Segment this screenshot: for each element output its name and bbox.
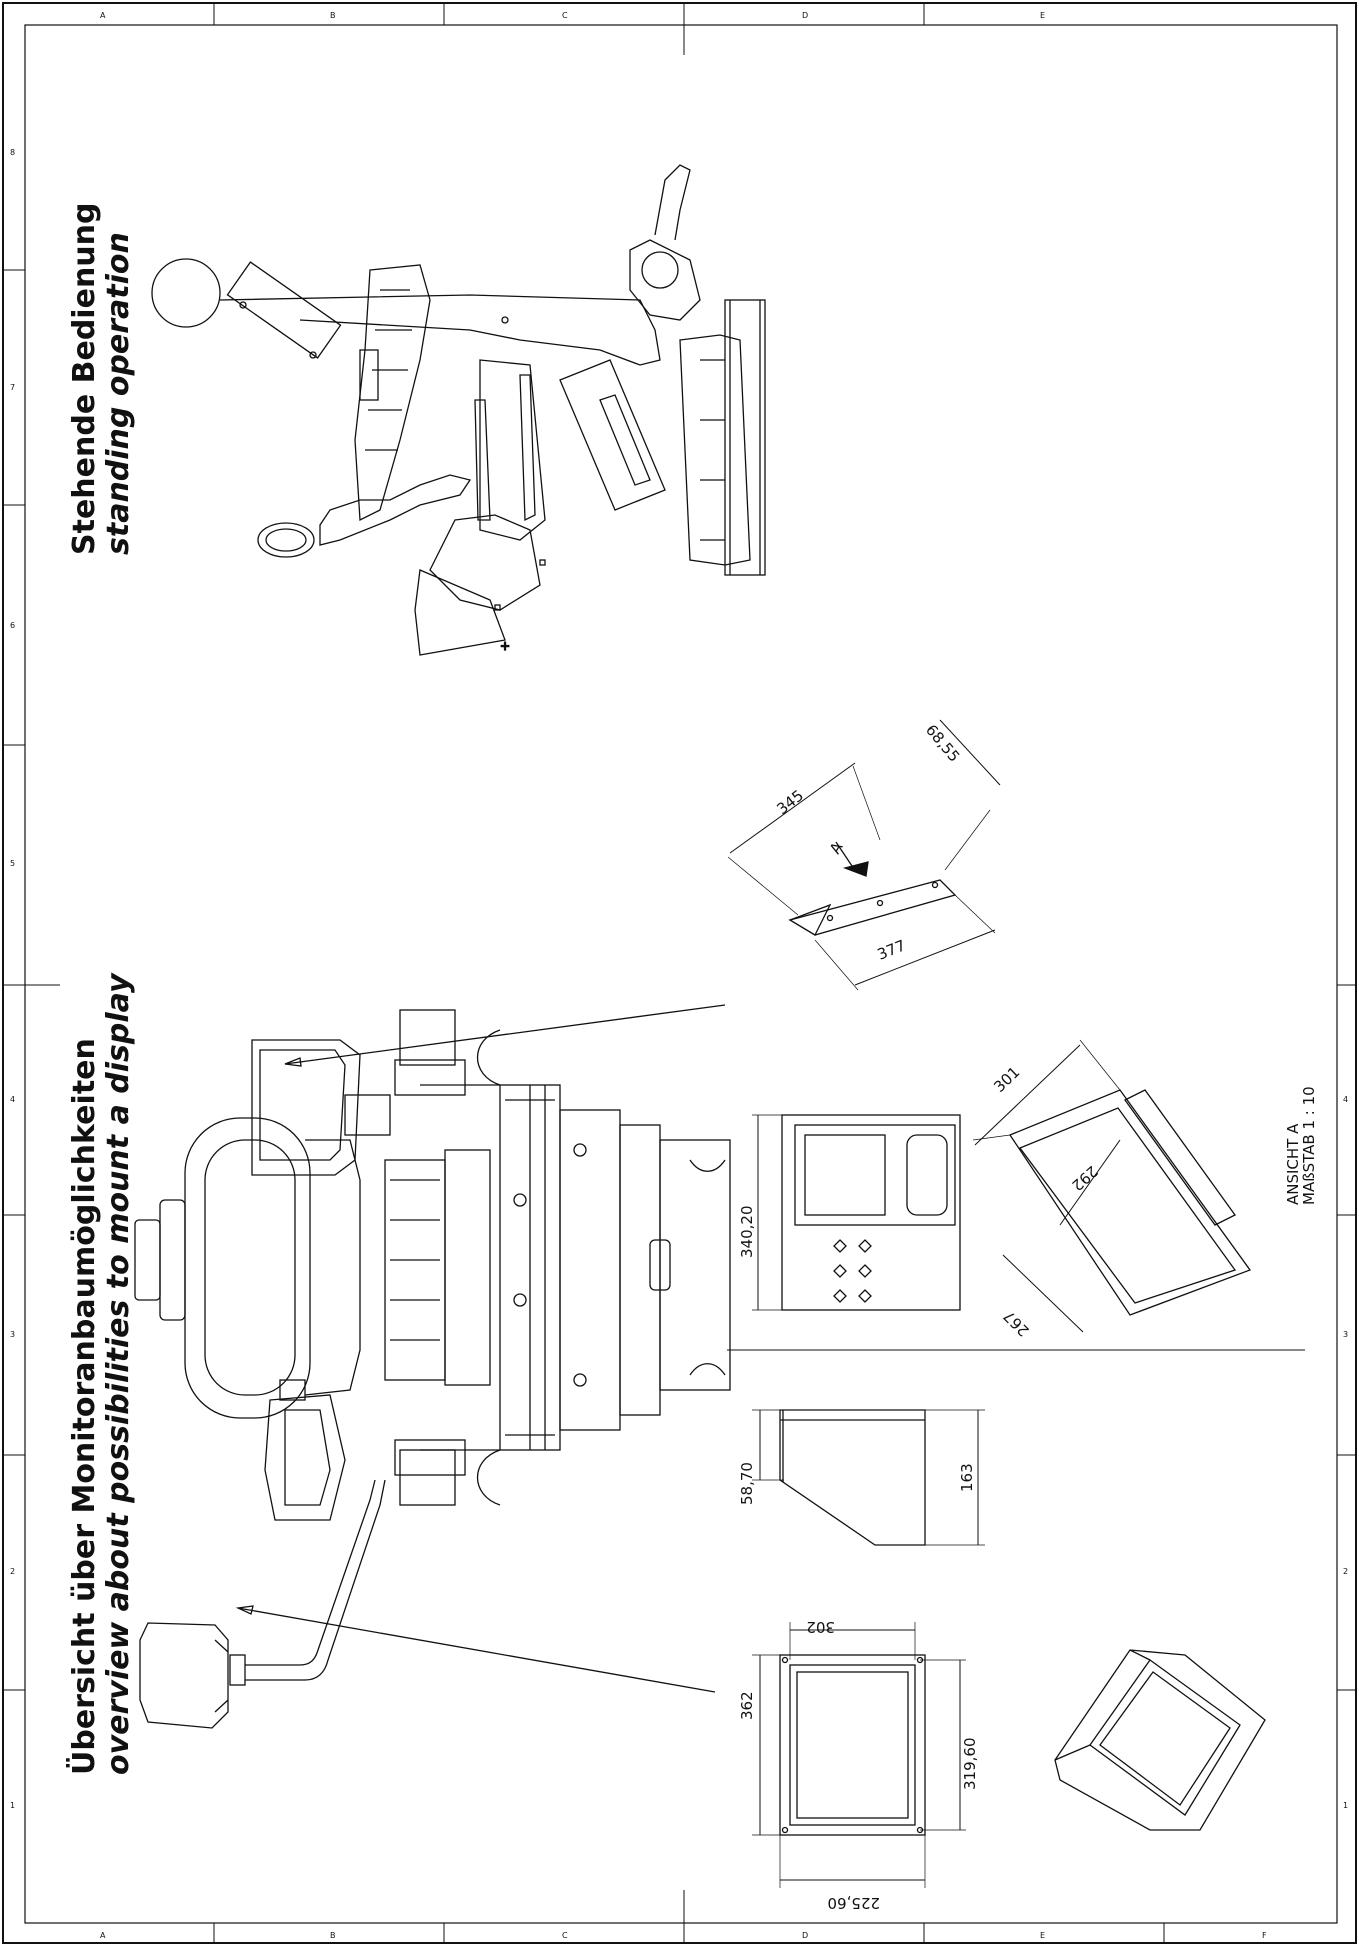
zone-bottom-c: C	[562, 1931, 568, 1940]
monitor-side-view	[752, 1409, 985, 1546]
standing-title-de: Stehende Bedienung	[67, 203, 102, 556]
zone-markers: A B C D E A B C D E F 8 7 6 5 4 3 2 1 4 …	[10, 11, 1348, 1940]
zone-top-d: D	[802, 11, 808, 20]
bracket-view	[727, 719, 1001, 991]
zone-bottom-a: A	[100, 1931, 106, 1940]
view-a-label: ANSICHT A	[1284, 1123, 1302, 1205]
zone-left-7: 7	[10, 383, 15, 392]
dimension-345: 345	[773, 786, 807, 818]
zone-left-3: 3	[10, 1330, 15, 1339]
dimension-68-55: 68,55	[922, 721, 963, 765]
zone-top-c: C	[562, 11, 568, 20]
zone-right-4: 4	[1343, 1095, 1348, 1104]
standing-operation-machine-drawing: +	[151, 164, 766, 656]
dimension-377: 377	[875, 936, 908, 963]
dimension-340-20: 340,20	[738, 1206, 756, 1259]
monitor-iso-view-lower	[1054, 1649, 1266, 1831]
dimension-58-70: 58,70	[738, 1462, 756, 1505]
zone-right-2: 2	[1343, 1567, 1348, 1576]
monitor-iso-view	[972, 1039, 1252, 1333]
dimension-302: 302	[806, 1618, 835, 1636]
dimension-163: 163	[958, 1463, 976, 1492]
dimension-292: 292	[1068, 1162, 1101, 1195]
standing-title-en: standing operation	[101, 232, 136, 555]
zone-right-1: 1	[1343, 1801, 1348, 1810]
zone-bottom-d: D	[802, 1931, 808, 1940]
zone-top-e: E	[1040, 11, 1045, 20]
zone-bottom-b: B	[330, 1931, 336, 1940]
overview-title-de: Übersicht über Monitoranbaumöglichkeiten	[65, 1038, 102, 1775]
overview-machine-drawing	[134, 1004, 731, 1729]
dimension-267: 267	[1000, 1307, 1033, 1340]
zone-left-1: 1	[10, 1801, 15, 1810]
svg-text:+: +	[500, 639, 510, 653]
overview-title-en: overview about possibilities to mount a …	[101, 972, 136, 1775]
monitor-back-view	[752, 1622, 966, 1888]
zone-left-5: 5	[10, 859, 15, 868]
zone-left-4: 4	[10, 1095, 15, 1104]
dimension-225-60: 225,60	[828, 1894, 881, 1912]
zone-left-8: 8	[10, 148, 15, 157]
zone-left-6: 6	[10, 621, 15, 630]
zone-bottom-f: F	[1262, 1931, 1267, 1940]
dimension-362: 362	[738, 1691, 756, 1720]
dimension-319-60: 319,60	[961, 1738, 979, 1791]
zone-bottom-e: E	[1040, 1931, 1045, 1940]
zone-top-a: A	[100, 11, 106, 20]
zone-left-2: 2	[10, 1567, 15, 1576]
monitor-front-view	[752, 1114, 961, 1311]
zone-top-b: B	[330, 11, 336, 20]
dimension-301: 301	[990, 1063, 1023, 1096]
view-a-scale: MAßSTAB 1 : 10	[1300, 1086, 1318, 1205]
zone-right-3: 3	[1343, 1330, 1348, 1339]
